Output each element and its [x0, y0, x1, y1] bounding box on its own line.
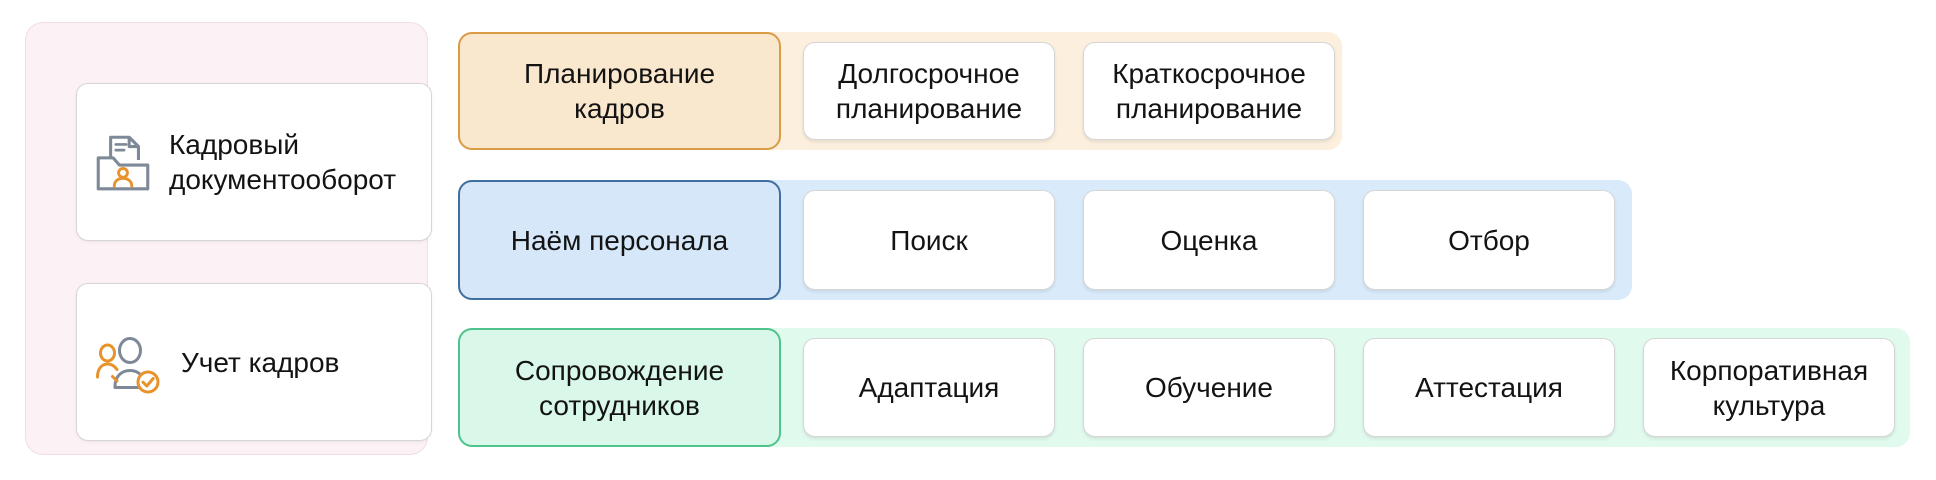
- stage-card-hiring[interactable]: Наём персонала: [458, 180, 781, 300]
- step-label: Корпоративная культура: [1669, 354, 1869, 421]
- step-label: Краткосрочное планирование: [1112, 58, 1306, 124]
- card-hr-records[interactable]: Учет кадров: [76, 283, 432, 441]
- step-card-adaptation[interactable]: Адаптация: [803, 338, 1055, 437]
- step-label: Поиск: [890, 224, 968, 256]
- hr-core-panel: Кадровый документооборот Учет кадров: [25, 22, 432, 455]
- card-label: Учет кадров: [181, 346, 340, 378]
- card-label: Кадровый документооборот: [169, 129, 397, 195]
- step-label: Адаптация: [858, 372, 1000, 403]
- stage-card-support[interactable]: Сопровождение сотрудников: [458, 328, 781, 447]
- stage-label: Сопровождение сотрудников: [514, 354, 725, 421]
- step-label: Долгосрочное планирование: [835, 58, 1023, 124]
- stage-card-planning[interactable]: Планирование кадров: [458, 32, 781, 150]
- step-card-short-term-planning[interactable]: Краткосрочное планирование: [1083, 42, 1335, 140]
- card-hr-docflow[interactable]: Кадровый документооборот: [76, 83, 432, 241]
- step-card-search[interactable]: Поиск: [803, 190, 1055, 290]
- row-support: Сопровождение сотрудников Адаптация Обуч…: [458, 328, 1910, 447]
- stage-label: Планирование кадров: [523, 58, 716, 124]
- step-card-long-term-planning[interactable]: Долгосрочное планирование: [803, 42, 1055, 140]
- stage-label: Наём персонала: [510, 224, 729, 256]
- step-label: Аттестация: [1415, 372, 1563, 403]
- step-card-assessment[interactable]: Оценка: [1083, 190, 1335, 290]
- step-label: Обучение: [1144, 372, 1274, 403]
- people-check-icon: [90, 329, 168, 395]
- step-card-selection[interactable]: Отбор: [1363, 190, 1615, 290]
- folder-person-icon: [90, 131, 156, 193]
- step-card-training[interactable]: Обучение: [1083, 338, 1335, 437]
- row-hiring: Наём персонала Поиск Оценка Отбор: [458, 180, 1632, 300]
- step-label: Оценка: [1160, 224, 1258, 256]
- row-planning: Планирование кадров Долгосрочное планиро…: [458, 32, 1342, 150]
- step-card-corporate-culture[interactable]: Корпоративная культура: [1643, 338, 1895, 437]
- step-card-attestation[interactable]: Аттестация: [1363, 338, 1615, 437]
- step-label: Отбор: [1448, 224, 1530, 256]
